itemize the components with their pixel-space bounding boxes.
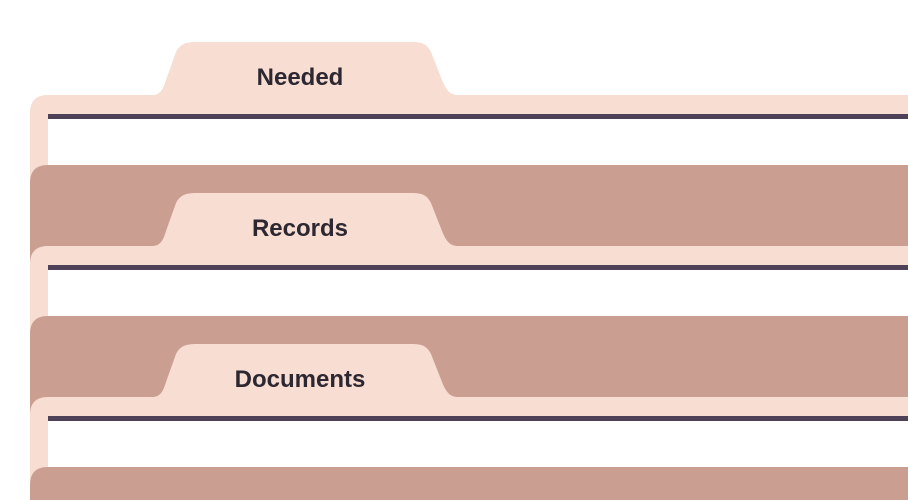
tab-label-needed[interactable]: Needed (256, 64, 344, 91)
tab-label-documents[interactable]: Documents (234, 366, 366, 393)
folder-needed-divider (48, 114, 908, 119)
folder-next-back (30, 467, 908, 500)
folder-records-divider (48, 265, 908, 270)
tab-label-records[interactable]: Records (251, 215, 349, 242)
folder-documents-divider (48, 416, 908, 421)
